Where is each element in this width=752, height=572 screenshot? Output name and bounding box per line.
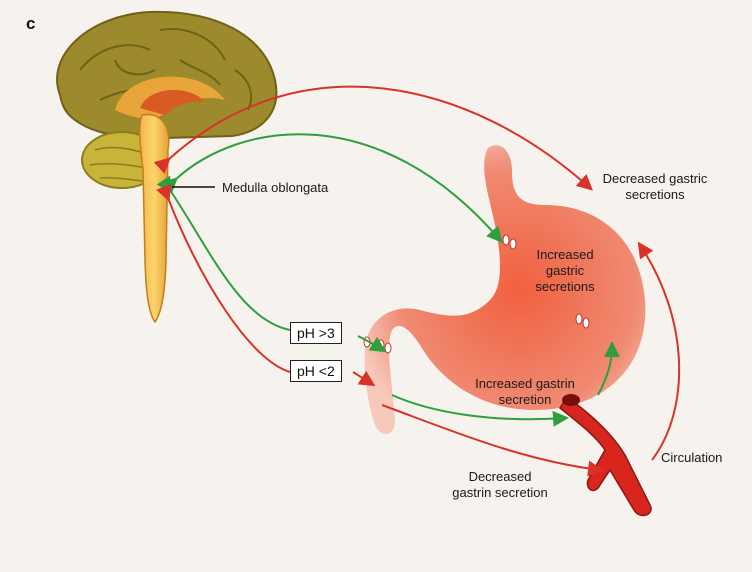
ph-high-box: pH >3 [290, 322, 342, 344]
increased-gastric-line-1: Increased [536, 247, 594, 262]
decreased-gastric-line-1: Decreased gastric [602, 171, 708, 186]
decreased-gastric-line-2: secretions [625, 187, 685, 202]
increased-gastrin-line-1: Increased gastrin [475, 376, 575, 391]
decreased-gastrin-line-2: gastrin secretion [452, 485, 548, 500]
increased-gastric-line-3: secretions [535, 279, 595, 294]
medulla-label: Medulla oblongata [222, 180, 329, 195]
ph-low-box: pH <2 [290, 360, 342, 382]
decreased-gastric-label: Decreased gastric secretions [585, 171, 725, 203]
circulation-label: Circulation [661, 450, 723, 465]
increased-gastric-line-2: gastric [545, 263, 585, 278]
increased-gastrin-line-2: secretion [498, 392, 552, 407]
panel-letter: c [26, 14, 36, 33]
increased-gastrin-label: Increased gastrin secretion [455, 376, 595, 408]
decreased-gastrin-label: Decreased gastrin secretion [430, 469, 570, 501]
brain-illustration [56, 10, 278, 324]
inhibitory-arrows [153, 85, 681, 477]
decreased-gastrin-line-1: Decreased [468, 469, 532, 484]
increased-gastric-label: Increased gastric secretions [520, 247, 610, 295]
circulation-vessel [559, 394, 652, 517]
